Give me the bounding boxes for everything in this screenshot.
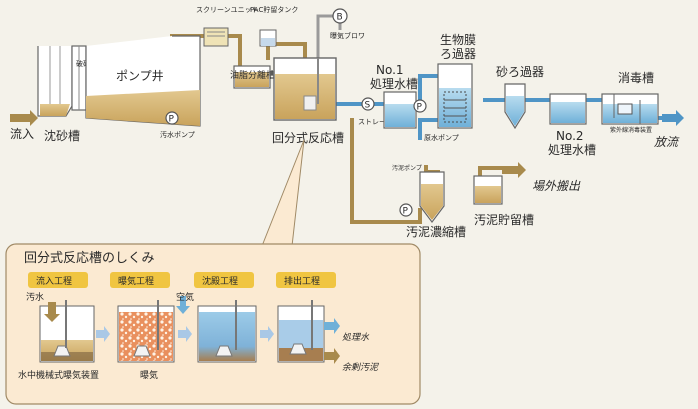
oil-separator-label: 油脂分離槽 xyxy=(230,69,275,81)
air-label: 空気 xyxy=(176,291,194,303)
sludge-pump: P xyxy=(399,203,413,217)
sludge-pump-label: 汚泥ポンプ xyxy=(392,164,422,172)
grit-chamber-label: 沈砂槽 xyxy=(44,128,80,143)
sewage-pump-label: 汚水ポンプ xyxy=(160,130,195,139)
aerator-label: 水中機械式曝気装置 xyxy=(18,369,99,381)
discharge-arrow xyxy=(662,110,684,126)
biofilm-label-b: ろ過器 xyxy=(440,47,476,61)
screen-unit-label: スクリーンユニット xyxy=(196,6,259,14)
batch-reactor-label: 回分式反応槽 xyxy=(272,131,344,145)
tank-no2-label-b: 処理水槽 xyxy=(548,143,596,157)
strainer: S xyxy=(361,97,375,111)
blower-label: 曝気ブロワ xyxy=(330,31,365,40)
aeration-label: 曝気 xyxy=(140,369,158,381)
tank-no2-label-a: No.2 xyxy=(556,129,584,143)
crusher xyxy=(71,45,87,111)
pac-tank-label: PAC貯留タンク xyxy=(250,5,298,14)
pac-tank xyxy=(259,29,277,47)
sand-filter-label: 砂ろ過器 xyxy=(496,65,544,79)
treated-tank-no2 xyxy=(549,93,587,125)
tank-no1-label-b: 処理水槽 xyxy=(370,77,418,91)
screen-unit xyxy=(203,27,229,47)
raw-water-pump: P xyxy=(413,99,427,113)
blower-symbol: B xyxy=(337,13,343,23)
sludge-storage-label: 汚泥貯留槽 xyxy=(474,213,534,227)
pump-well-label: ポンプ井 xyxy=(116,69,164,83)
biofilm-label-a: 生物膜 xyxy=(440,33,476,47)
step-tag-1: 流入工程 xyxy=(36,275,72,287)
disinfection-label: 消毒槽 xyxy=(618,71,654,85)
inset-step-discharge xyxy=(277,300,340,364)
strainer-label: ストレーナ xyxy=(358,118,393,126)
inset-step-tags: 流入工程 曝気工程 沈殿工程 排出工程 xyxy=(28,272,336,288)
step-arrow-3 xyxy=(260,326,274,342)
inset-step-aeration xyxy=(117,296,190,363)
step-arrow-2 xyxy=(178,326,192,342)
sewage-pump-symbol: P xyxy=(169,115,175,125)
uv-device-label: 紫外線消毒装置 xyxy=(610,126,652,134)
step-tag-4: 排出工程 xyxy=(284,275,320,287)
sewage-label: 汚水 xyxy=(26,291,44,303)
inset-step-inflow xyxy=(39,300,95,363)
sewage-pump: P xyxy=(165,111,179,125)
raw-water-pump-symbol: P xyxy=(417,103,423,113)
treated-tank-no1 xyxy=(383,91,417,129)
offsite-label: 場外搬出 xyxy=(532,179,581,193)
inset-step-settling xyxy=(197,300,257,363)
raw-water-pump-label: 原水ポンプ xyxy=(424,133,459,142)
step-tag-2: 曝気工程 xyxy=(118,275,154,287)
inset-title: 回分式反応槽のしくみ xyxy=(24,251,155,266)
biofilm-filter xyxy=(437,63,473,129)
step-arrow-1 xyxy=(96,326,110,342)
grit-chamber xyxy=(37,46,73,117)
offsite-arrow xyxy=(502,162,526,178)
sludge-thickener-label: 汚泥濃縮槽 xyxy=(406,224,466,239)
batch-reactor xyxy=(273,57,337,121)
inset-callout-pointer xyxy=(261,139,305,247)
strainer-symbol: S xyxy=(365,101,371,111)
tank-no1-label-a: No.1 xyxy=(376,63,404,77)
oil-separator xyxy=(233,65,271,89)
sludge-thickener xyxy=(419,171,445,223)
excess-sludge-label: 余剰汚泥 xyxy=(342,362,379,373)
sewage-inflow-arrow xyxy=(44,302,60,322)
discharge-label: 放流 xyxy=(654,135,680,149)
blower: B xyxy=(332,8,348,24)
inflow-arrow xyxy=(10,110,38,126)
treated-water-label: 処理水 xyxy=(342,332,370,343)
disinfection-tank xyxy=(601,93,659,125)
sludge-storage xyxy=(473,175,503,205)
inflow-label: 流入 xyxy=(10,127,34,141)
sand-filter xyxy=(504,83,526,130)
sludge-pump-symbol: P xyxy=(403,207,409,217)
step-tag-3: 沈殿工程 xyxy=(202,275,238,287)
air-inflow-arrow xyxy=(176,296,190,314)
